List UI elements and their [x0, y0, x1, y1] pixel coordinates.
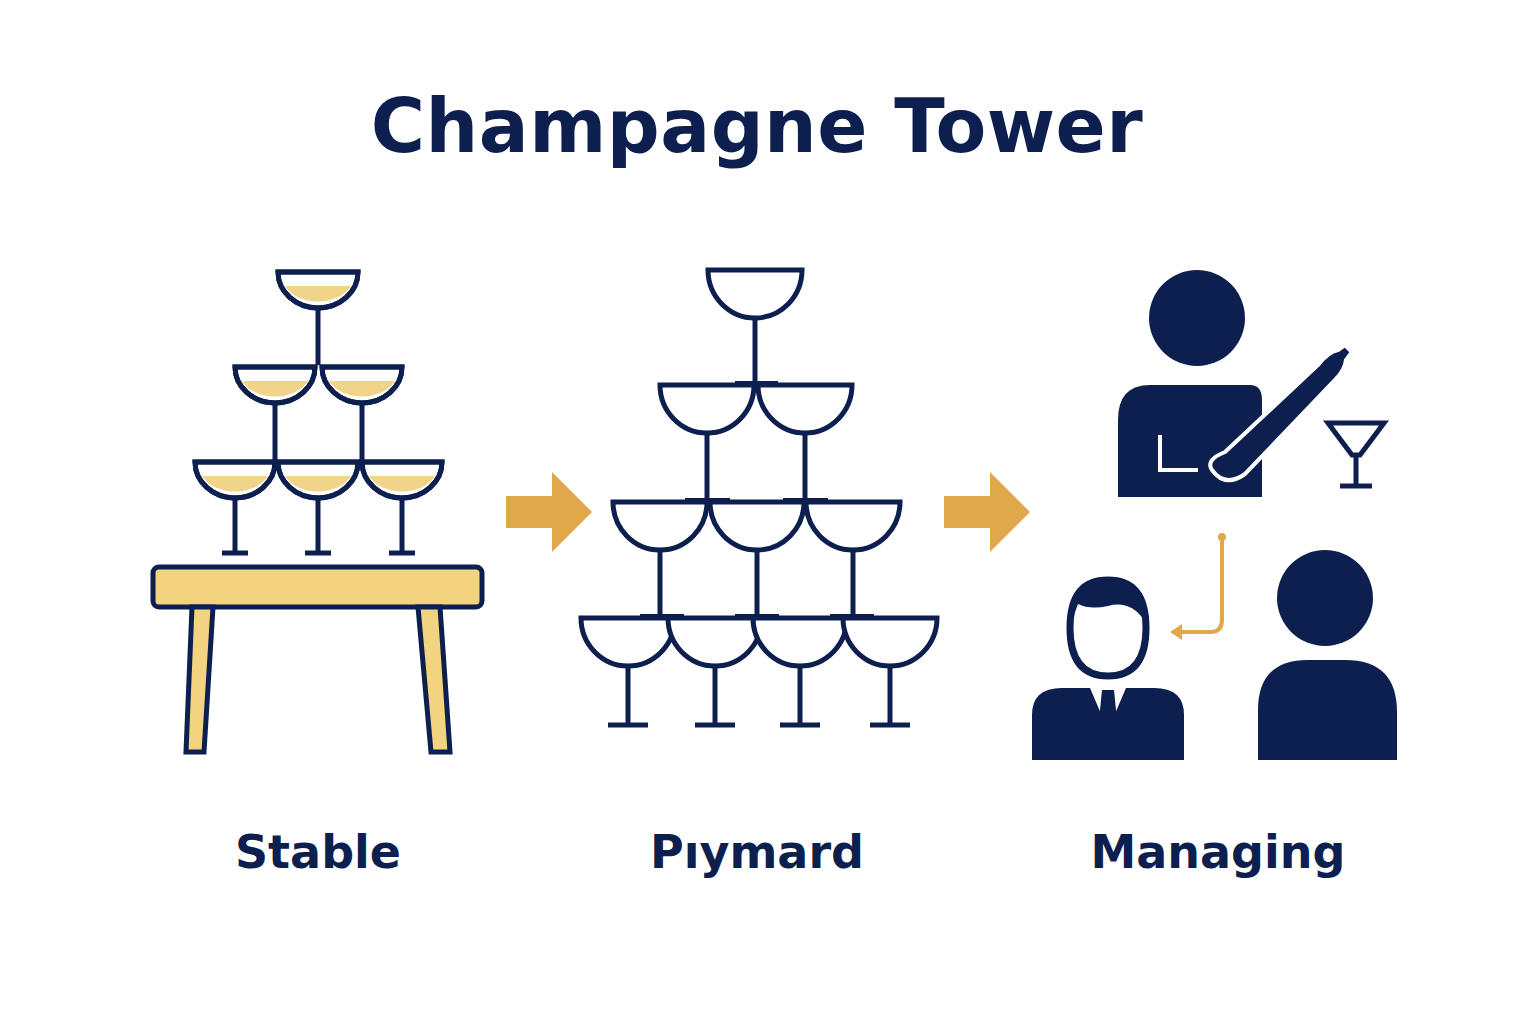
flow-arrow — [944, 472, 1030, 552]
pyramid-tower — [581, 270, 937, 725]
stage-label: Managing — [1091, 825, 1346, 879]
stage-label: Pıymard — [650, 825, 864, 879]
stage-label: Stable — [235, 825, 401, 879]
flow-arrow — [506, 472, 592, 552]
stable-tower — [153, 272, 482, 752]
diagram-title: Champagne Tower — [371, 83, 1144, 169]
managing-people — [1032, 270, 1397, 760]
